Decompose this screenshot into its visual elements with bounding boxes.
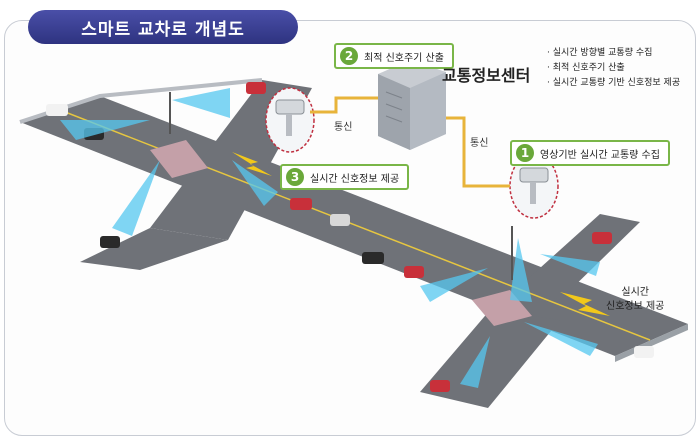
- camera-zoom-left: [265, 87, 315, 153]
- center-info-item: 최적 신호주기 산출: [547, 61, 680, 76]
- step-3-number: 3: [286, 168, 304, 186]
- road-network: [19, 78, 688, 408]
- camera-beam: [112, 160, 160, 236]
- left-cross-road-lower: [80, 228, 228, 270]
- traffic-center-building: [378, 60, 446, 150]
- camera-beam: [524, 322, 598, 356]
- vehicle: [634, 346, 654, 358]
- camera-beam: [232, 160, 278, 206]
- camera-beam: [510, 238, 532, 302]
- signal-poles: [169, 92, 513, 280]
- step-1-number: 1: [516, 144, 534, 162]
- vehicle: [592, 232, 612, 244]
- comm-link-left: [310, 96, 378, 114]
- main-road-edge: [615, 324, 688, 362]
- step-2-number: 2: [340, 47, 358, 65]
- traffic-center-label: 교통정보센터: [442, 66, 531, 85]
- vehicle: [362, 252, 384, 264]
- camera-beam: [460, 336, 490, 388]
- step-1-box: 1 영상기반 실시간 교통량 수집: [510, 140, 670, 166]
- comm-label-right: 통신: [470, 138, 489, 149]
- side-signal-label-line2: 신호정보 제공: [606, 301, 665, 312]
- camera-icon: [275, 99, 305, 115]
- camera-beam: [540, 254, 600, 276]
- vehicle: [404, 266, 424, 278]
- vehicle: [246, 82, 266, 94]
- step-2-box: 2 최적 신호주기 산출: [334, 43, 454, 69]
- bolt-icon: [560, 292, 610, 316]
- camera-beam: [172, 88, 230, 118]
- bolt-icon: [232, 152, 272, 176]
- step-3-box: 3 실시간 신호정보 제공: [280, 164, 410, 190]
- camera-beam: [60, 120, 150, 140]
- side-signal-label-line1: 실시간: [621, 287, 649, 298]
- center-info-list: 실시간 방향별 교통량 수집 최적 신호주기 산출 실시간 교통량 기반 신호정…: [547, 46, 680, 91]
- vehicle: [430, 380, 450, 392]
- camera-zoom-right: [509, 153, 559, 219]
- comm-label-left: 통신: [334, 122, 353, 133]
- right-cross-road: [420, 310, 560, 408]
- camera-icon: [519, 167, 549, 183]
- step-1-label: 영상기반 실시간 교통량 수집: [540, 149, 660, 161]
- camera-beams: [60, 88, 600, 388]
- signal-bolts: [232, 152, 610, 316]
- center-info-item: 실시간 방향별 교통량 수집: [547, 46, 680, 61]
- page-title: 스마트 교차로 개념도: [28, 10, 298, 44]
- comm-link-right: [446, 116, 510, 188]
- vehicle: [290, 198, 312, 210]
- vehicle: [330, 214, 350, 226]
- step-2-label: 최적 신호주기 산출: [364, 52, 444, 64]
- center-info-item: 실시간 교통량 기반 신호정보 제공: [547, 76, 680, 91]
- crosswalk-left: [150, 140, 208, 178]
- camera-beam: [420, 268, 488, 302]
- side-signal-label: 실시간 신호정보 제공: [606, 286, 664, 314]
- comm-links: [310, 96, 510, 188]
- vehicle: [100, 236, 120, 248]
- step-3-label: 실시간 신호정보 제공: [310, 173, 400, 185]
- vehicle: [46, 104, 68, 116]
